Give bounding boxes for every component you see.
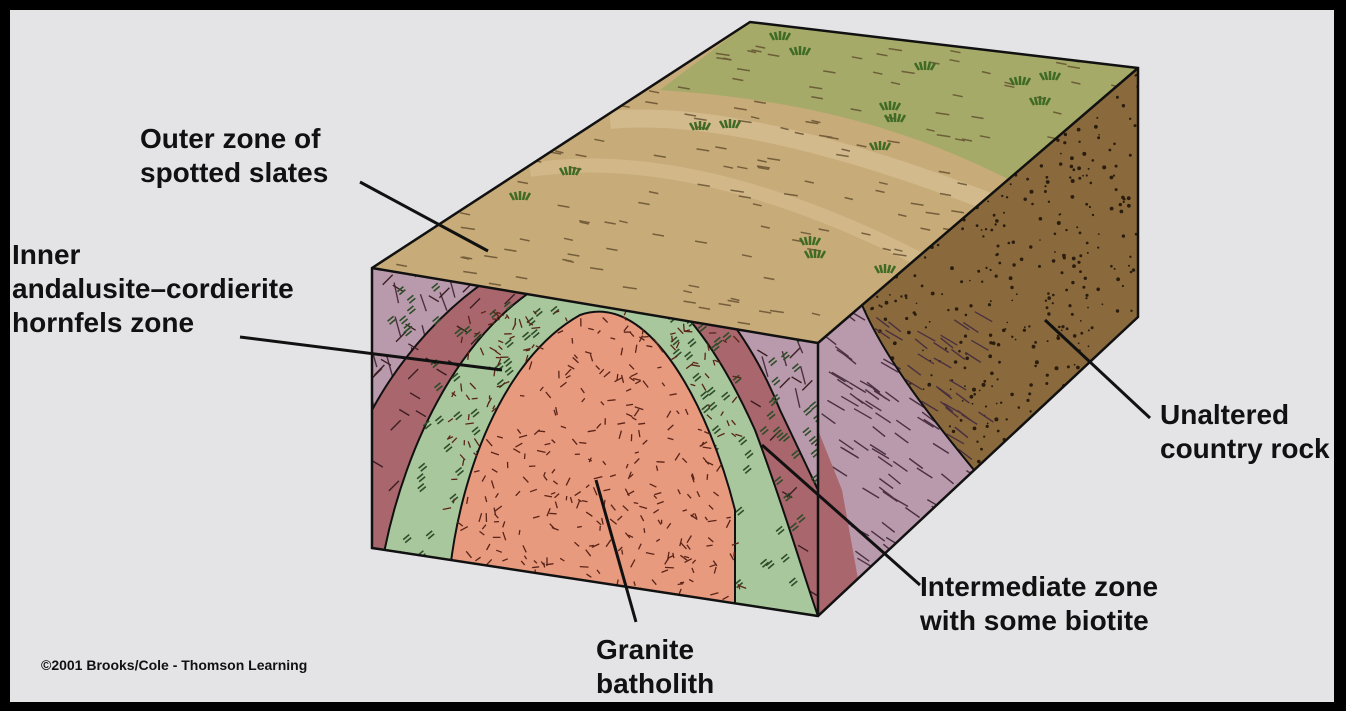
copyright-credit: ©2001 Brooks/Cole - Thomson Learning xyxy=(41,657,307,673)
inner-zone-label: Inner andalusite–cordierite hornfels zon… xyxy=(12,238,294,340)
intermediate-zone-label: Intermediate zone with some biotite xyxy=(920,570,1158,638)
outer-zone-label: Outer zone of spotted slates xyxy=(140,122,328,190)
diagram-frame: Outer zone of spotted slates Inner andal… xyxy=(10,10,1334,702)
unaltered-rock-label: Unaltered country rock xyxy=(1160,398,1330,466)
granite-batholith-label: Granite batholith xyxy=(596,633,714,701)
